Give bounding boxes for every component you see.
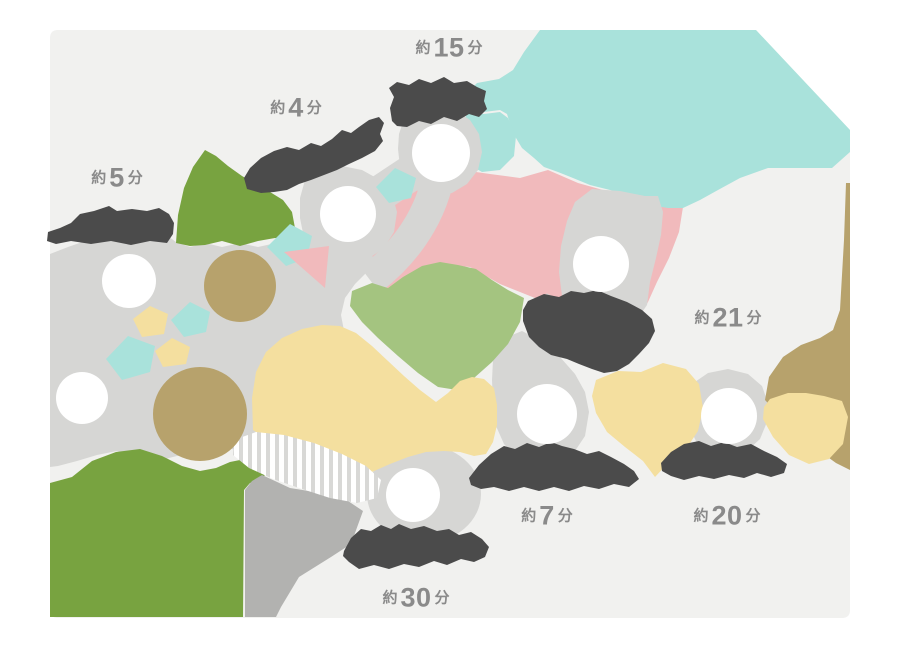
time-value: 15 [433, 32, 465, 63]
time-prefix: 約 [694, 309, 710, 327]
time-unit: 分 [127, 169, 143, 187]
parcel-yellow-2 [155, 338, 190, 367]
time-prefix: 約 [521, 507, 537, 525]
time-prefix: 約 [415, 39, 431, 57]
landmark-circle-south [153, 367, 247, 461]
time-value: 21 [712, 302, 744, 333]
time-unit: 分 [745, 507, 761, 525]
time-value: 4 [288, 92, 304, 123]
time-value: 20 [711, 500, 743, 531]
district-yellow-east [592, 363, 703, 477]
time-unit: 分 [434, 589, 450, 607]
time-value: 5 [109, 162, 125, 193]
ridge-ribbon-7min [469, 442, 639, 491]
station-marker-2 [56, 372, 108, 424]
road-dark-south [245, 475, 363, 617]
time-prefix: 約 [270, 99, 286, 117]
striped-crossing-band [233, 432, 381, 503]
parcel-teal-1 [171, 302, 210, 337]
station-marker-4 [412, 124, 470, 182]
district-teal-bay [466, 30, 850, 208]
landmark-circle-north [204, 250, 276, 322]
station-marker-5 [573, 236, 629, 292]
parcel-yellow-1 [133, 306, 168, 337]
ridge-ribbon-20min [661, 441, 787, 480]
time-unit: 分 [306, 99, 322, 117]
park-olive-southwest [50, 449, 268, 617]
station-marker-3 [320, 186, 376, 242]
parcel-teal-2 [106, 336, 155, 380]
station-marker-7 [701, 388, 757, 444]
park-sage-center [350, 262, 524, 390]
station-marker-8 [386, 468, 440, 522]
district-yellow-central [252, 325, 497, 477]
time-prefix: 約 [693, 507, 709, 525]
station-marker-6 [517, 384, 577, 444]
ridge-ribbon-4min [244, 117, 384, 193]
time-value: 7 [539, 500, 555, 531]
ridge-ribbon-15min [389, 77, 487, 127]
district-yellow-far-east [763, 393, 848, 464]
time-unit: 分 [557, 507, 573, 525]
ridge-ribbon-30min [343, 524, 489, 569]
time-unit: 分 [746, 309, 762, 327]
park-olive-north [176, 150, 295, 246]
parcel-teal-3 [376, 168, 416, 203]
parcel-pink-triangle [284, 246, 329, 288]
time-prefix: 約 [382, 589, 398, 607]
time-value: 30 [400, 582, 432, 613]
station-marker-1 [102, 254, 156, 308]
ridge-ribbon-21min [523, 290, 655, 373]
time-prefix: 約 [91, 169, 107, 187]
ridge-ribbon-5min [47, 206, 174, 245]
time-unit: 分 [467, 39, 483, 57]
